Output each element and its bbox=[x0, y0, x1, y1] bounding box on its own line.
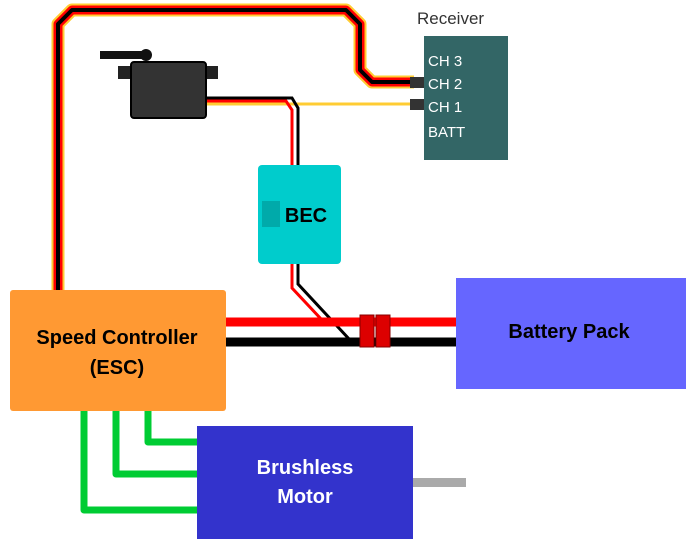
esc-ground-wire bbox=[56, 8, 414, 290]
receiver-title: Receiver bbox=[417, 9, 484, 28]
bec-box bbox=[258, 165, 341, 264]
esc-receiver-wire bbox=[51, 3, 414, 290]
channel-label-batt: BATT bbox=[428, 124, 465, 141]
esc-box bbox=[10, 290, 226, 411]
battery-box bbox=[456, 278, 686, 389]
ch2-plug bbox=[410, 77, 424, 88]
motor-box bbox=[197, 426, 413, 539]
motor-phase-wire-b bbox=[112, 410, 200, 478]
servo-motor-icon bbox=[100, 49, 218, 119]
servo-bec-wire bbox=[205, 96, 300, 165]
ch1-plug bbox=[410, 99, 424, 110]
servo-power-wire bbox=[205, 99, 294, 165]
bec-indicator bbox=[262, 201, 280, 227]
bec-ground-wire bbox=[296, 264, 362, 342]
bec-input-wire bbox=[290, 264, 362, 342]
motor-phase-wire-a bbox=[144, 410, 200, 446]
motor-phase-wires bbox=[80, 410, 200, 514]
servo-ground-wire bbox=[205, 96, 300, 165]
power-connector-icon bbox=[359, 314, 391, 348]
motor-phase-wire-c bbox=[80, 410, 200, 514]
esc-label-line2: (ESC) bbox=[90, 357, 144, 379]
motor-shaft bbox=[412, 478, 466, 487]
channel-label-ch1: CH 1 bbox=[428, 99, 462, 116]
bec-label: BEC bbox=[285, 205, 327, 227]
motor-label-line2: Motor bbox=[277, 486, 333, 508]
receiver-box bbox=[424, 36, 508, 160]
channel-label-ch3: CH 3 bbox=[428, 53, 462, 70]
esc-label-line1: Speed Controller bbox=[36, 327, 197, 349]
channel-label-ch2: CH 2 bbox=[428, 76, 462, 93]
battery-label: Battery Pack bbox=[508, 321, 630, 343]
motor-label-line1: Brushless bbox=[257, 457, 354, 479]
